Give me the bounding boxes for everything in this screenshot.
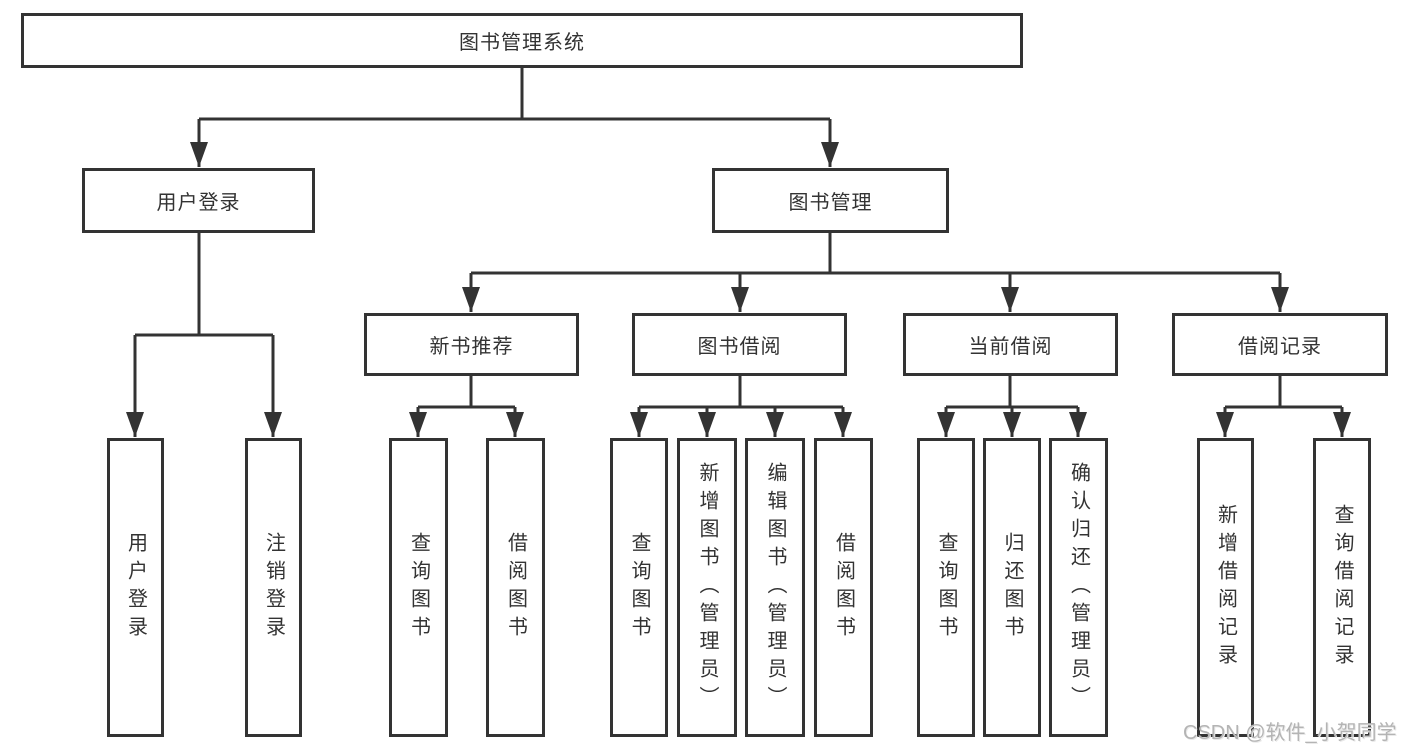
node-leaf-user-login-label: 用户登录 bbox=[124, 531, 147, 644]
node-bb-edit-book-label: 编辑图书（管理员） bbox=[764, 461, 786, 714]
node-bb-borrow-book: 借阅图书 bbox=[814, 438, 873, 737]
node-root-label: 图书管理系统 bbox=[459, 32, 585, 54]
node-bb-add-book: 新增图书（管理员） bbox=[677, 438, 737, 737]
node-bb-add-book-label: 新增图书（管理员） bbox=[696, 461, 718, 714]
node-book-management-label: 图书管理 bbox=[788, 192, 873, 214]
node-leaf-user-login: 用户登录 bbox=[107, 438, 164, 737]
node-leaf-logout: 注销登录 bbox=[245, 438, 302, 737]
connector-user-login-stem bbox=[135, 233, 273, 337]
node-bb-edit-book: 编辑图书（管理员） bbox=[745, 438, 805, 737]
connector-cb-stem bbox=[946, 376, 1078, 409]
connector-br-stem bbox=[1225, 376, 1342, 409]
node-cb-return-book-label: 归还图书 bbox=[1001, 531, 1023, 644]
node-book-borrow: 图书借阅 bbox=[632, 313, 847, 376]
node-cb-confirm-return: 确认归还（管理员） bbox=[1049, 438, 1108, 737]
node-bb-query-book-label: 查询图书 bbox=[628, 531, 650, 644]
node-br-query-record-label: 查询借阅记录 bbox=[1331, 503, 1353, 672]
connector-root-stem bbox=[199, 68, 830, 121]
node-cb-confirm-return-label: 确认归还（管理员） bbox=[1067, 461, 1090, 714]
node-borrow-records: 借阅记录 bbox=[1172, 313, 1388, 376]
node-user-login-label: 用户登录 bbox=[156, 192, 241, 214]
node-nbr-query-book: 查询图书 bbox=[389, 438, 448, 737]
node-borrow-records-label: 借阅记录 bbox=[1238, 336, 1322, 358]
node-bb-query-book: 查询图书 bbox=[610, 438, 668, 737]
node-leaf-logout-label: 注销登录 bbox=[262, 531, 285, 644]
node-br-query-record: 查询借阅记录 bbox=[1313, 438, 1371, 737]
node-root: 图书管理系统 bbox=[21, 13, 1023, 68]
node-cb-return-book: 归还图书 bbox=[983, 438, 1041, 737]
node-cb-query-book-label: 查询图书 bbox=[935, 531, 957, 644]
node-current-borrow: 当前借阅 bbox=[903, 313, 1118, 376]
node-book-management: 图书管理 bbox=[712, 168, 949, 233]
node-nbr-borrow-book: 借阅图书 bbox=[486, 438, 545, 737]
node-cb-query-book: 查询图书 bbox=[917, 438, 975, 737]
node-current-borrow-label: 当前借阅 bbox=[968, 336, 1053, 358]
connector-nbr-stem bbox=[418, 376, 515, 409]
connector-bb-stem bbox=[639, 376, 843, 409]
node-bb-borrow-book-label: 借阅图书 bbox=[832, 531, 855, 644]
node-new-book-recommend-label: 新书推荐 bbox=[429, 336, 514, 358]
node-br-add-record-label: 新增借阅记录 bbox=[1214, 503, 1237, 672]
node-br-add-record: 新增借阅记录 bbox=[1197, 438, 1254, 737]
connector-book-management-stem bbox=[471, 233, 1280, 275]
node-user-login: 用户登录 bbox=[82, 168, 315, 233]
csdn-watermark: CSDN @软件_小贺同学 bbox=[1183, 722, 1397, 744]
node-nbr-query-book-label: 查询图书 bbox=[407, 531, 430, 644]
node-new-book-recommend: 新书推荐 bbox=[364, 313, 579, 376]
node-nbr-borrow-book-label: 借阅图书 bbox=[504, 531, 527, 644]
node-book-borrow-label: 图书借阅 bbox=[697, 336, 782, 358]
